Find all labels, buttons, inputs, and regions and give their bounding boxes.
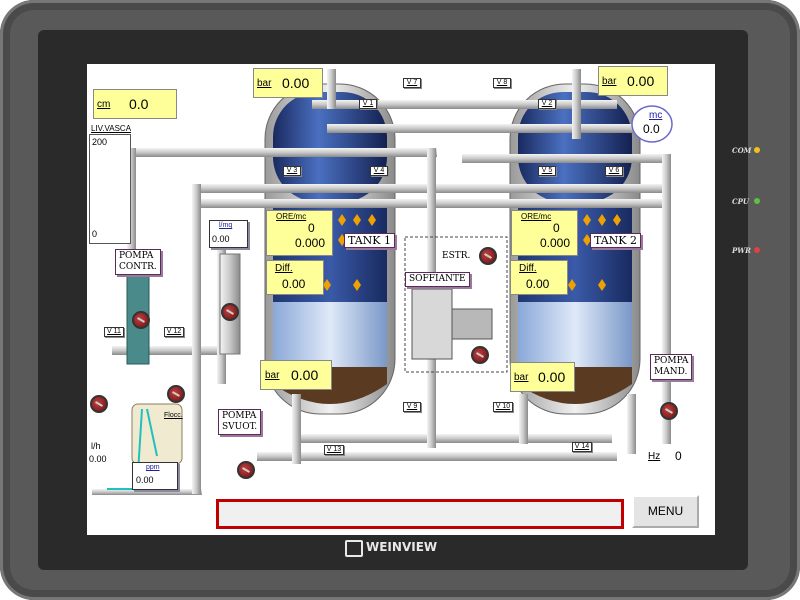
filter-motor-icon[interactable] [221, 303, 239, 321]
level-max: 200 [92, 137, 108, 147]
valve-tag-v12[interactable]: V 12 [164, 327, 184, 337]
tank1-hours-label: ORE/mc [276, 212, 307, 221]
ppm-value: 0.00 [136, 475, 154, 485]
pressure-value: 0.00 [282, 75, 310, 91]
valve-tag-v1[interactable]: V 1 [359, 99, 377, 109]
flocc-label: Flocc. [164, 412, 183, 419]
soffiante-label: SOFFIANTE [405, 272, 470, 287]
hz-value: 0 [675, 449, 682, 463]
pressure-value: 0.00 [627, 73, 655, 89]
tank2-diff-display: Diff. 0.00 [510, 260, 568, 295]
valve-tag-v10[interactable]: V 10 [493, 402, 513, 412]
valve-tag-v8[interactable]: V 8 [493, 78, 511, 88]
pwr-led-icon [754, 247, 760, 253]
pressure-unit: bar [257, 78, 272, 89]
pump-mand-motor-icon[interactable] [660, 402, 678, 420]
level-min: 0 [92, 229, 98, 239]
tank1-pressure-unit: bar [265, 370, 280, 381]
tank2-mc-value: 0.000 [540, 236, 571, 250]
valve-tag-v2[interactable]: V 2 [538, 99, 556, 109]
valve-tag-v6[interactable]: V 6 [605, 166, 623, 176]
pump-svuot-motor-icon[interactable] [237, 461, 255, 479]
flocc-mixer-motor-icon[interactable] [167, 385, 185, 403]
tank1-label: TANK 1 [344, 233, 396, 248]
valve-tag-v3[interactable]: V 3 [283, 166, 301, 176]
top-left-pressure-display: bar 0.00 [253, 68, 323, 98]
tank1-pressure-display: bar 0.00 [260, 360, 332, 390]
hz-unit: Hz [648, 451, 661, 462]
pump-contr-label: POMPA CONTR. [115, 249, 161, 275]
led-label-cpu: CPU [732, 197, 749, 206]
valve-tag-v9[interactable]: V 9 [403, 402, 421, 412]
pressure-unit: bar [602, 76, 617, 87]
level-cm-display: cm 0.0 [93, 89, 177, 119]
tank2-hours-label: ORE/mc [521, 212, 552, 221]
level-unit: cm [97, 99, 111, 110]
valve-tag-v14[interactable]: V 14 [572, 442, 592, 452]
tank1-hours-value: 0 [308, 221, 315, 235]
flow-meter-display: l/mq 0.00 [209, 220, 248, 248]
ppm-display: ppm 0.00 [132, 462, 178, 490]
valve-tag-v11[interactable]: V 11 [104, 327, 124, 337]
menu-button[interactable]: MENU [632, 495, 699, 528]
tank2-hours-display: ORE/mc 0 0.000 [511, 210, 578, 256]
tank2-pressure-unit: bar [514, 372, 529, 383]
flocc-value: 0.00 [89, 454, 107, 464]
weinview-logo-icon [345, 540, 363, 557]
hmi-screen: bar 0.00 bar 0.00 cm 0.0 LIV.VASCA 200 0… [87, 64, 715, 535]
tank2-pressure-value: 0.00 [538, 369, 566, 385]
alarm-message-bar [216, 499, 624, 529]
process-diagram [92, 69, 673, 495]
estrattore-motor-icon[interactable] [479, 247, 497, 265]
valve-tag-v5[interactable]: V 5 [538, 166, 556, 176]
flocc-unit: l/h [91, 441, 101, 451]
tank2-label: TANK 2 [590, 233, 642, 248]
tank1-mc-value: 0.000 [295, 236, 326, 250]
pump-contr-motor-icon[interactable] [132, 311, 150, 329]
flow-meter-unit: l/mq [219, 222, 233, 229]
valve-tag-v13[interactable]: V 13 [324, 445, 344, 455]
ppm-unit: ppm [146, 464, 160, 471]
tank1-hours-display: ORE/mc 0 0.000 [266, 210, 333, 256]
tank2-diff-label: Diff. [519, 263, 537, 274]
cpu-led-icon [754, 198, 760, 204]
pump-svuot-label: POMPA SVUOT. [218, 409, 262, 435]
pump-mand-label: POMPA MAND. [650, 354, 693, 380]
level-value: 0.0 [129, 96, 149, 112]
level-tank-title: LIV.VASCA [91, 124, 132, 133]
tank1-diff-label: Diff. [275, 263, 293, 274]
flow-mc-value: 0.0 [643, 122, 660, 136]
led-label-pwr: PWR [732, 246, 751, 255]
flocc-dosing-motor-icon[interactable] [90, 395, 108, 413]
tank2-pressure-display: bar 0.00 [510, 362, 575, 392]
soffiante-motor-icon[interactable] [471, 346, 489, 364]
valve-tag-v4[interactable]: V 4 [370, 166, 388, 176]
level-tank-bar: 200 0 [89, 134, 131, 244]
com-led-icon [754, 147, 760, 153]
tank1-diff-display: Diff. 0.00 [266, 260, 324, 295]
tank2-diff-value: 0.00 [526, 277, 550, 291]
led-label-com: COM [732, 146, 752, 155]
valve-tag-v7[interactable]: V 7 [403, 78, 421, 88]
flow-meter-value: 0.00 [212, 234, 230, 244]
estr-label: ESTR. [442, 251, 471, 261]
top-right-pressure-display: bar 0.00 [598, 66, 668, 96]
brand-name: WEINVIEW [366, 540, 438, 554]
tank1-pressure-value: 0.00 [291, 367, 319, 383]
tank1-diff-value: 0.00 [282, 277, 306, 291]
flow-mc-unit: mc [649, 110, 663, 121]
tank2-hours-value: 0 [553, 221, 560, 235]
